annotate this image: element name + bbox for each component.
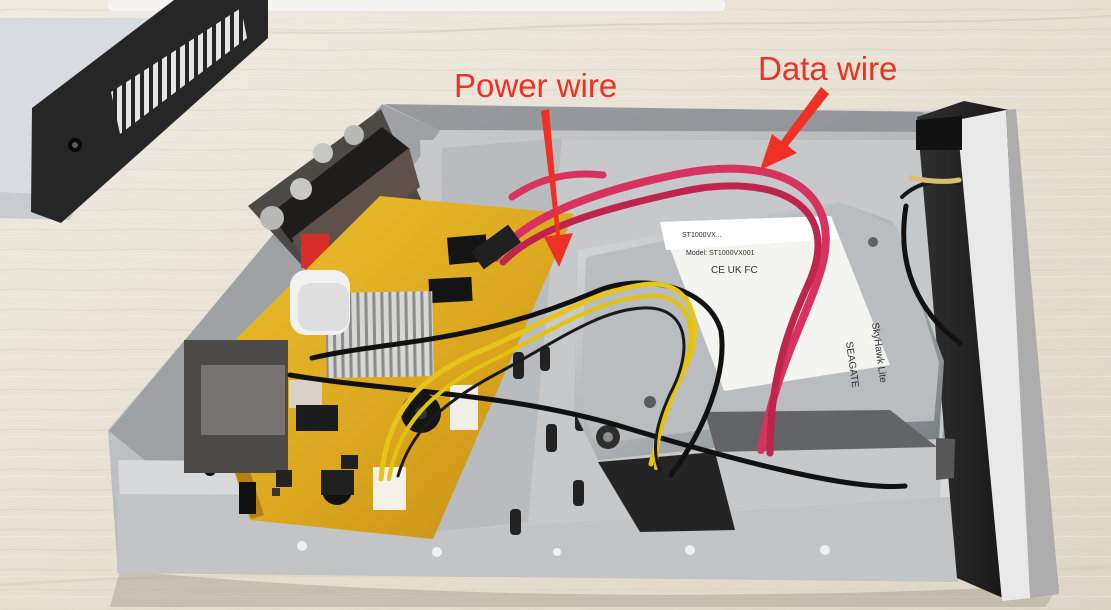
svg-text:CE UK FC: CE UK FC	[711, 265, 758, 276]
annotation-arrows	[541, 87, 829, 267]
data-wire-arrow	[760, 87, 829, 170]
data-wire-label: Data wire	[758, 50, 898, 87]
drive-cables	[287, 164, 963, 490]
svg-text:Model: ST1000VX001: Model: ST1000VX001	[686, 250, 755, 257]
power-wire-arrow	[541, 109, 573, 267]
pcb-components	[184, 234, 489, 514]
svg-text:ST1000VX...: ST1000VX...	[682, 232, 722, 239]
power-wire-label: Power wire	[454, 67, 618, 104]
